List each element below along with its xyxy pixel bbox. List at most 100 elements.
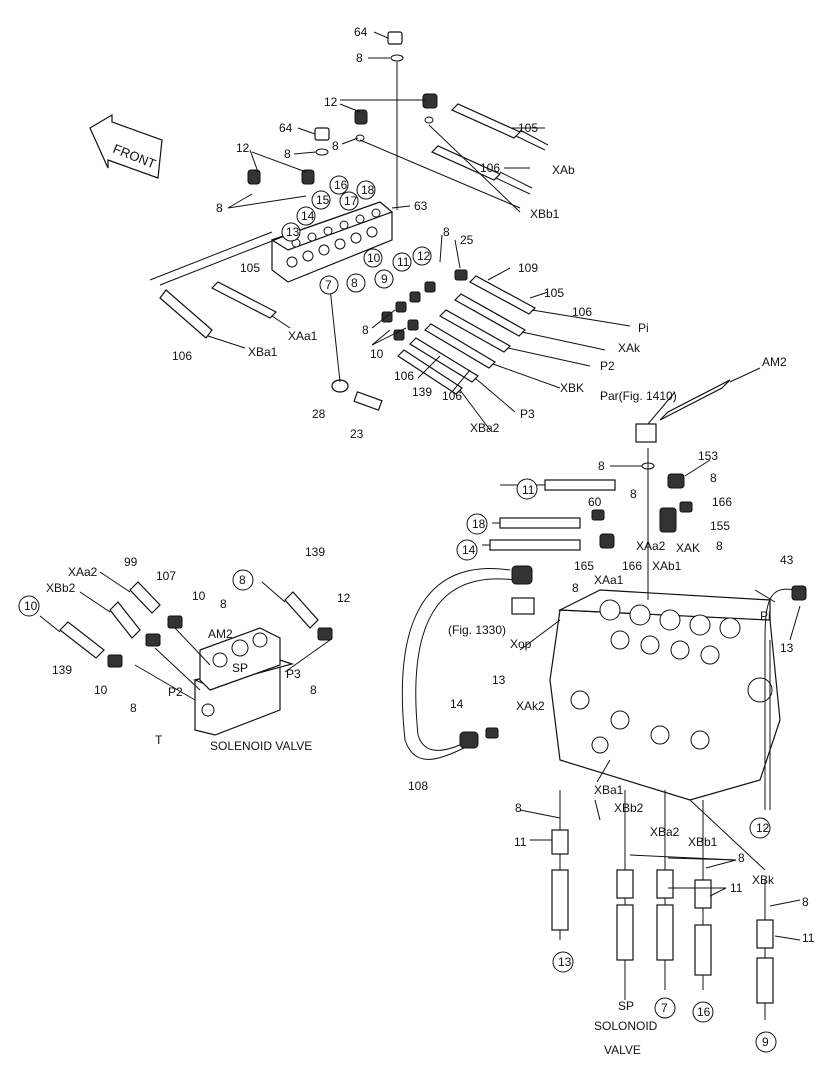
callout-label: 23 <box>350 427 364 441</box>
callout-label: 105 <box>544 286 564 300</box>
callout-label: 11 <box>514 835 527 849</box>
callout-label: 9 <box>762 1035 769 1049</box>
callout-label: AM2 <box>762 355 787 369</box>
control-valve-body <box>549 589 781 810</box>
callout-label: 166 <box>622 559 642 573</box>
callout-label: XAa2 <box>636 539 666 553</box>
callout-label: 13 <box>492 673 506 687</box>
callout-label: 8 <box>515 801 522 815</box>
callout-label: XAa1 <box>594 573 624 587</box>
callout-label: 12 <box>324 95 338 109</box>
callout-label: XBK <box>560 381 584 395</box>
callout-label: SP <box>618 999 634 1013</box>
callout-label: (Fig. 1330) <box>448 623 506 637</box>
callout-label: P3 <box>520 407 535 421</box>
callout-label: 106 <box>480 161 500 175</box>
callout-label: 16 <box>697 1005 711 1019</box>
callout-label: 8 <box>310 683 317 697</box>
callout-label: 8 <box>284 147 291 161</box>
callout-label: XBb1 <box>688 835 718 849</box>
callout-label: SOLONOID <box>594 1019 658 1033</box>
callout-label: 12 <box>337 591 351 605</box>
callout-label: 7 <box>325 278 332 292</box>
callout-label: 15 <box>316 193 330 207</box>
callout-label: 107 <box>156 569 176 583</box>
callout-label: 17 <box>344 194 358 208</box>
callout-label: P2 <box>168 685 183 699</box>
callout-label: 8 <box>356 51 363 65</box>
callout-label: 10 <box>94 683 108 697</box>
callout-label: XAb1 <box>652 559 682 573</box>
callout-label: 99 <box>124 555 138 569</box>
callout-label: 105 <box>518 121 538 135</box>
callout-label: 106 <box>572 305 592 319</box>
callout-label: 8 <box>239 573 246 587</box>
right-hoses <box>401 367 807 1020</box>
callout-label: 12 <box>236 141 250 155</box>
leader-lines <box>227 31 801 941</box>
callout-label: XAk <box>618 341 641 355</box>
callout-label: XBa1 <box>248 345 278 359</box>
callout-label: XBb1 <box>530 207 560 221</box>
callout-label: 9 <box>381 272 388 286</box>
callout-label: XBb2 <box>46 581 76 595</box>
callout-label: 8 <box>332 139 339 153</box>
callout-label: 106 <box>442 389 462 403</box>
callout-label: XBa2 <box>650 825 680 839</box>
callout-label: 11 <box>730 881 743 895</box>
callout-label: P3 <box>286 667 301 681</box>
callout-label: 165 <box>574 559 594 573</box>
callout-label: 166 <box>712 495 732 509</box>
callout-label: XBa1 <box>594 783 624 797</box>
callout-label: XAa1 <box>288 329 318 343</box>
callout-label: VALVE <box>604 1043 641 1057</box>
top-labels: 64 8 12 105 8 64 8 106 XAb 12 16 15 17 1… <box>172 25 649 441</box>
callout-label: 8 <box>220 597 227 611</box>
callout-label: 18 <box>472 517 486 531</box>
callout-label: 108 <box>408 779 428 793</box>
callout-label: 11 <box>802 931 815 945</box>
callout-label: 8 <box>362 323 369 337</box>
callout-label: 105 <box>240 261 260 275</box>
callout-label: Par(Fig. 1410) <box>600 389 677 403</box>
front-arrow: FRONT <box>89 113 163 179</box>
callout-label: 14 <box>450 697 464 711</box>
callout-label: 139 <box>305 545 325 559</box>
callout-label: 11 <box>522 483 535 497</box>
callout-label: 8 <box>351 276 358 290</box>
callout-label: XAb <box>552 163 575 177</box>
callout-label: 8 <box>716 539 723 553</box>
callout-label: 13 <box>286 225 300 239</box>
callout-label: AM2 <box>208 627 233 641</box>
callout-label: XAK <box>676 541 700 555</box>
callout-label: 8 <box>710 471 717 485</box>
callout-label: XBb2 <box>614 801 644 815</box>
top-fittings <box>149 31 631 431</box>
callout-label: 109 <box>518 261 538 275</box>
callout-label: 13 <box>780 641 794 655</box>
callout-label: 10 <box>367 251 381 265</box>
callout-label: 106 <box>394 369 414 383</box>
callout-label: Xop <box>510 637 532 651</box>
callout-label: 60 <box>588 495 602 509</box>
callout-label: 153 <box>698 449 718 463</box>
callout-label: 13 <box>558 955 572 969</box>
callout-label: 106 <box>172 349 192 363</box>
callout-label: 7 <box>661 1001 668 1015</box>
callout-label: 8 <box>216 201 223 215</box>
callout-label: 12 <box>756 821 770 835</box>
right-labels: AM2 Par(Fig. 1410) 153 8 11 8 8 60 166 1… <box>408 355 815 1057</box>
callout-label: P2 <box>600 359 615 373</box>
callout-label: 43 <box>780 553 794 567</box>
callout-label: 64 <box>354 25 368 39</box>
callout-label: 8 <box>572 581 579 595</box>
callout-label: 11 <box>397 255 410 269</box>
callout-label: 64 <box>279 121 293 135</box>
callout-label: SOLENOID VALVE <box>210 739 312 753</box>
callout-label: 8 <box>130 701 137 715</box>
callout-label: 155 <box>710 519 730 533</box>
callout-label: 18 <box>361 183 375 197</box>
manifold-block-63 <box>270 201 394 283</box>
callout-label: 25 <box>460 233 474 247</box>
